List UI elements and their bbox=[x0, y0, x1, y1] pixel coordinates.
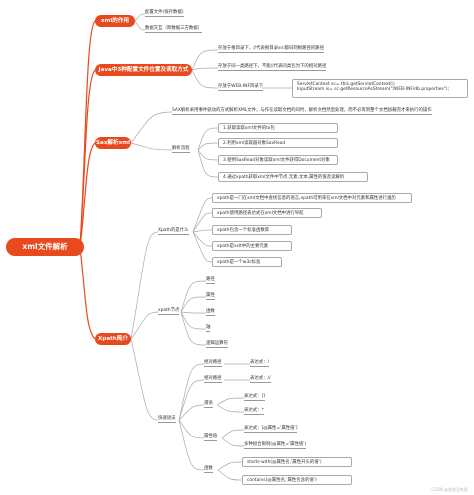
xpath-what-item: xpath是一个w3c标准 bbox=[212, 257, 282, 267]
xpath-what-item: xpath是xslt中的主要元素 bbox=[212, 241, 292, 251]
xpath-node-item: 逻辑运算符 bbox=[206, 341, 228, 348]
xml-role-item: 配置文件(保存数据) bbox=[145, 10, 184, 17]
sax-step: 4.通过xpath获取xml文件中节点,元素,文本,属性的值及读解析 bbox=[218, 172, 368, 182]
sax-step: 1.获取读取xml文件的to包 bbox=[218, 123, 338, 133]
watermark: CSDN @老鱼没吃饭 bbox=[431, 487, 468, 492]
predicate-item: 表达式：[] bbox=[244, 394, 265, 401]
java-config-item: 存放于根目录下，//代表根目录src都归到根路径的路径 bbox=[218, 46, 324, 53]
rel-path-syntax: 表达式：// bbox=[250, 376, 271, 383]
code-snippet-box: ServletContext sc= this.getServletContex… bbox=[292, 79, 468, 98]
xpath-node-item: 函数 bbox=[206, 309, 215, 316]
branch-xml-role[interactable]: xml的作用 bbox=[95, 15, 135, 27]
branch-xpath[interactable]: Xpath简介 bbox=[95, 333, 131, 345]
xml-role-item: 数据交互（跨数据三方数据） bbox=[145, 26, 203, 33]
code-line: ServletContext sc= this.getServletContex… bbox=[297, 82, 396, 87]
xpath-syntax-label: 快速语法 bbox=[158, 416, 176, 423]
xpath-what-label: Xpath的是什么 bbox=[158, 228, 189, 235]
xpath-node-item: 路径 bbox=[206, 277, 215, 284]
predicate-item: 表达式：* bbox=[244, 408, 264, 415]
function-item: contains(@属性名,'属性包含的值') bbox=[242, 475, 352, 485]
xpath-node-item: 属性 bbox=[206, 293, 215, 300]
sax-step: 2.利用xml读取器对象SaxRead bbox=[218, 138, 338, 148]
attr-value-item: 多种组合限制(@属性='属性值') bbox=[244, 442, 307, 449]
abs-path-label: 绝对路径 bbox=[204, 360, 222, 367]
java-config-item: 存放于WEB-INF目录下 bbox=[218, 84, 264, 91]
function-item: starts-with(@属性名,'属性开头的值') bbox=[242, 457, 352, 467]
sax-group-label: 解析流程 bbox=[172, 146, 190, 153]
java-config-item: 存放于同一类路径下，不能//代表同类包为下的相对路径 bbox=[218, 64, 327, 71]
xpath-nodes-label: xpath节点 bbox=[158, 308, 180, 315]
code-line: InputStream is= sc.getResourceAsStream("… bbox=[297, 87, 449, 92]
sax-step: 3.使用SaxRead对象读取xml文件获得Document对象 bbox=[218, 155, 338, 165]
attr-value-label: 属性值 bbox=[204, 434, 218, 441]
rel-path-label: 相对路径 bbox=[204, 376, 222, 383]
xpath-what-item: xpath使用路径表达式在xml文档中进行导航 bbox=[212, 208, 322, 218]
abs-path-syntax: 表达式：/ bbox=[250, 360, 270, 367]
attr-value-item: 表达式：[@属性='属性值'] bbox=[244, 426, 298, 433]
predicate-label: 谓语 bbox=[204, 401, 213, 408]
xpath-node-item: 轴 bbox=[206, 325, 211, 332]
branch-sax[interactable]: Sax解析xml文件 bbox=[95, 137, 131, 158]
root-node[interactable]: xml文件解析 bbox=[6, 238, 84, 256]
sax-description: SAX解析采用事件驱动的方式解析XML文件，与作在读取文档的同时，解析文档然后处… bbox=[172, 108, 432, 115]
xpath-what-item: xpath包含一个标准函数库 bbox=[212, 225, 292, 235]
branch-java-config[interactable]: Java中3种配置文件位置及读取方式 bbox=[95, 64, 192, 76]
xpath-what-item: xpath是一门在xml文档中查找信息的语言,xpath可用来在xml文档中对元… bbox=[212, 193, 412, 203]
functions-label: 函数 bbox=[204, 466, 213, 473]
